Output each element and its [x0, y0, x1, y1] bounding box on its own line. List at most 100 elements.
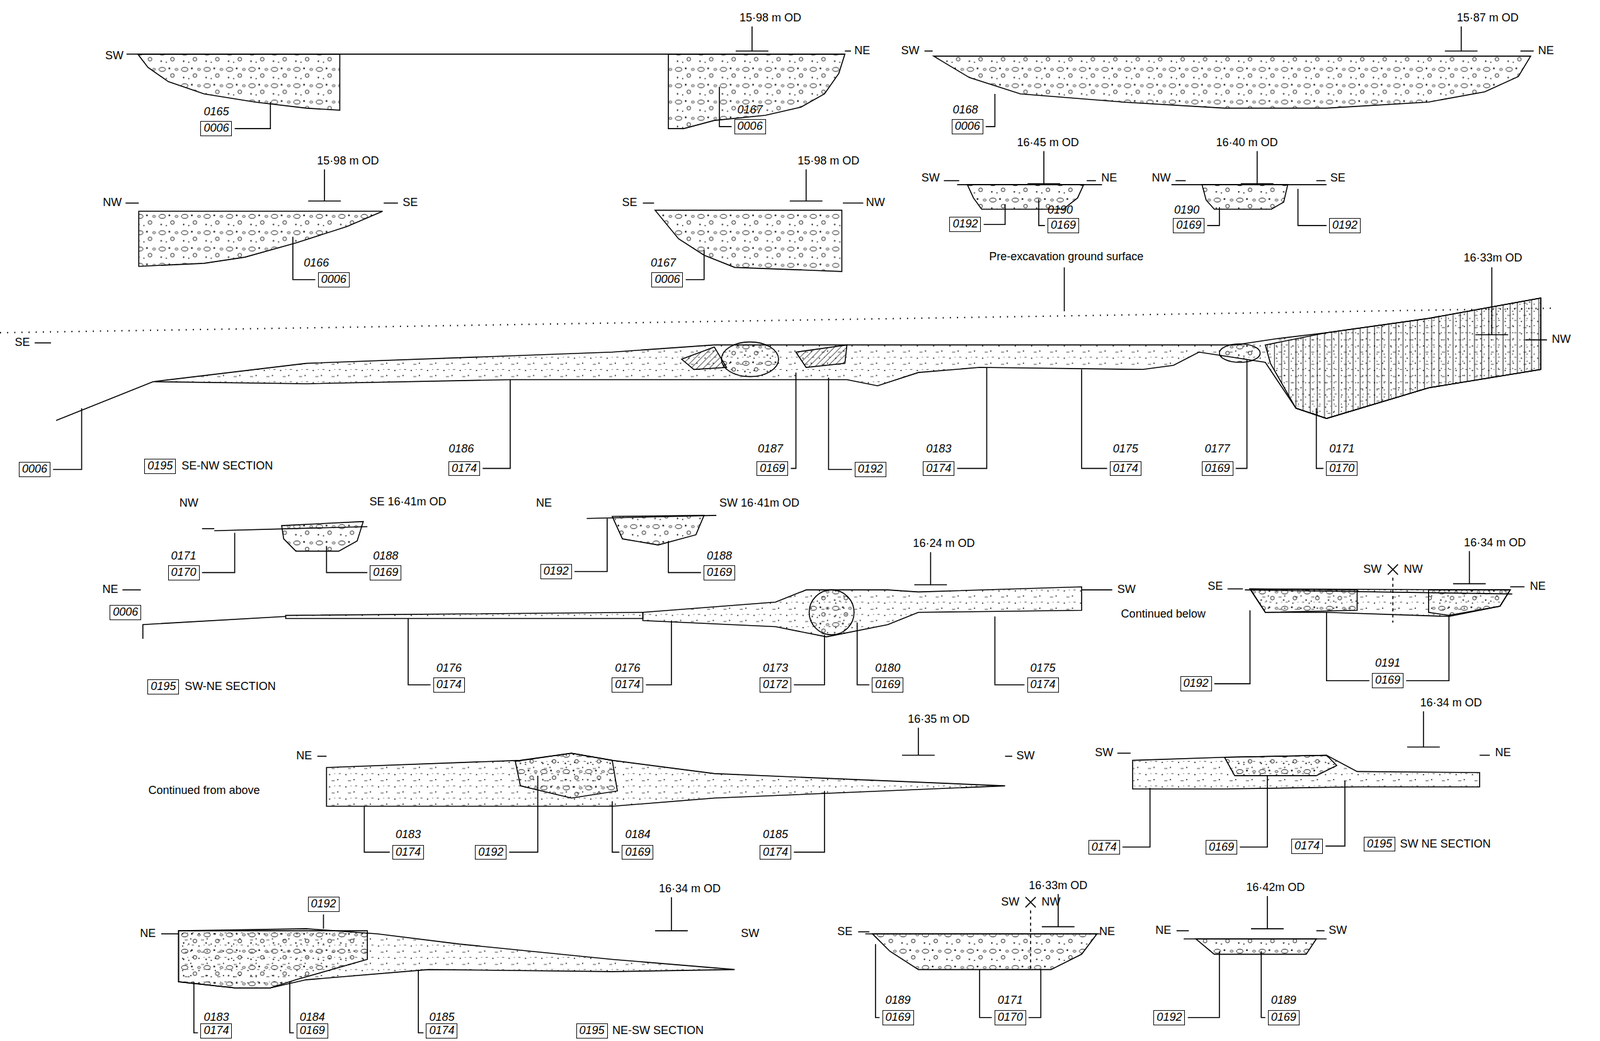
context-box: 0006 [200, 120, 232, 137]
section-label: SW [1328, 924, 1347, 937]
layer-number: 0167 [737, 103, 763, 117]
context-number: 0174 [614, 677, 640, 691]
context-number: 0170 [171, 565, 197, 579]
layer-number: 0180 [874, 662, 901, 675]
layer-number: 0183 [203, 1011, 229, 1024]
section-label: NE [1099, 925, 1115, 938]
context-number: 0174 [1294, 839, 1320, 852]
context-number: 0006 [737, 119, 763, 133]
orientation-dash [842, 202, 863, 204]
orientation-dash [1316, 929, 1325, 932]
context-box: 0169 [1201, 461, 1234, 477]
context-box: 0169 [369, 565, 402, 581]
orientation-dash [643, 202, 655, 204]
context-box: 0174 [759, 844, 792, 860]
section-label: 15·98 m OD [739, 11, 802, 25]
leader-line [418, 969, 424, 1033]
context-number: 0174 [451, 461, 477, 475]
context-box: 0174 [392, 844, 424, 860]
context-box: 0192 [949, 216, 981, 232]
level-marker [1475, 267, 1509, 335]
context-number: 0170 [1329, 461, 1355, 475]
context-box: 0169 [621, 844, 654, 860]
leader-line [482, 379, 511, 469]
context-box: 0192 [1153, 1009, 1185, 1025]
orientation-dash [1117, 752, 1131, 754]
context-box: 0192 [854, 461, 887, 477]
leader-line [985, 93, 996, 127]
layer-number: 0184 [624, 828, 651, 841]
context-number: 0169 [706, 565, 732, 579]
section-label: Pre-excavation ground surface [988, 250, 1144, 264]
section-label: SE [837, 925, 853, 938]
leader-line [194, 981, 198, 1033]
context-number: 0195 [147, 459, 173, 472]
layer-number: 0167 [650, 257, 676, 270]
layer-number: 0171 [1329, 442, 1355, 456]
context-number: 0174 [1113, 461, 1139, 475]
context-box: 0006 [651, 272, 683, 288]
section-label: NE [1495, 747, 1512, 760]
section-label: NE [536, 497, 552, 510]
leader-line [668, 540, 702, 572]
orientation-dash [202, 527, 215, 530]
leader-line [508, 775, 538, 852]
layer-number: 0188 [706, 549, 732, 563]
orientation-dash [1227, 588, 1243, 590]
section-label: NW [866, 196, 886, 210]
context-box: 0174 [448, 461, 480, 477]
layer-number: 0171 [171, 549, 197, 563]
orientation-dash [1479, 754, 1490, 756]
context-box: 0192 [1179, 675, 1212, 692]
context-box: 0174 [1027, 677, 1059, 693]
context-box: 0195 [144, 458, 176, 474]
leader-line [1326, 612, 1370, 681]
context-number: 0174 [1091, 840, 1117, 853]
leader-line [1214, 610, 1251, 685]
level-marker [1407, 711, 1440, 748]
section-label: SW [105, 49, 124, 63]
context-number: 0192 [952, 217, 978, 230]
section-label: 16·34 m OD [1419, 696, 1482, 710]
level-marker [902, 727, 935, 756]
orientation-dash [1005, 755, 1013, 757]
section-label: 16·34 m OD [1463, 536, 1526, 550]
layer-number: 0168 [952, 103, 978, 117]
section-label: SE-NW SECTION [181, 459, 273, 473]
leader-line [1316, 408, 1324, 469]
section-label: NW [1404, 563, 1423, 576]
leader-line [52, 408, 82, 470]
orientation-dash [161, 932, 179, 935]
level-marker [1445, 26, 1478, 52]
context-number: 0169 [1208, 840, 1235, 853]
context-number: 0006 [654, 272, 680, 286]
section-label: NE [1530, 580, 1546, 594]
section-label: NW [1151, 172, 1171, 186]
level-marker [1453, 551, 1486, 584]
context-number: 0174 [395, 845, 421, 858]
context-number: 0195 [579, 1023, 605, 1037]
leader-line [364, 805, 390, 852]
orientation-dash [125, 202, 139, 204]
leader-line [323, 914, 325, 929]
context-box: 0169 [881, 1009, 914, 1025]
context-box: 0174 [1088, 839, 1120, 855]
leader-line [1188, 950, 1220, 1017]
context-number: 0174 [925, 461, 952, 475]
leader-line [1122, 787, 1151, 847]
context-box: 0169 [871, 677, 904, 693]
section-label: NE [1538, 44, 1555, 58]
context-number: 0006 [112, 605, 138, 618]
context-box: 0192 [1329, 217, 1361, 234]
section-label: SE [402, 196, 418, 210]
layer-number: 0173 [762, 662, 789, 675]
layer-number: 0190 [1174, 204, 1200, 217]
context-number: 0192 [1182, 676, 1209, 690]
orientation-dash [34, 342, 52, 344]
section-label: SW [1016, 749, 1035, 763]
layer-number: 0176 [436, 662, 462, 675]
section-label: NW [179, 497, 199, 510]
context-box: 0174 [200, 1022, 232, 1039]
section-label: 16·34 m OD [658, 882, 721, 896]
section-label: NE [296, 749, 312, 763]
